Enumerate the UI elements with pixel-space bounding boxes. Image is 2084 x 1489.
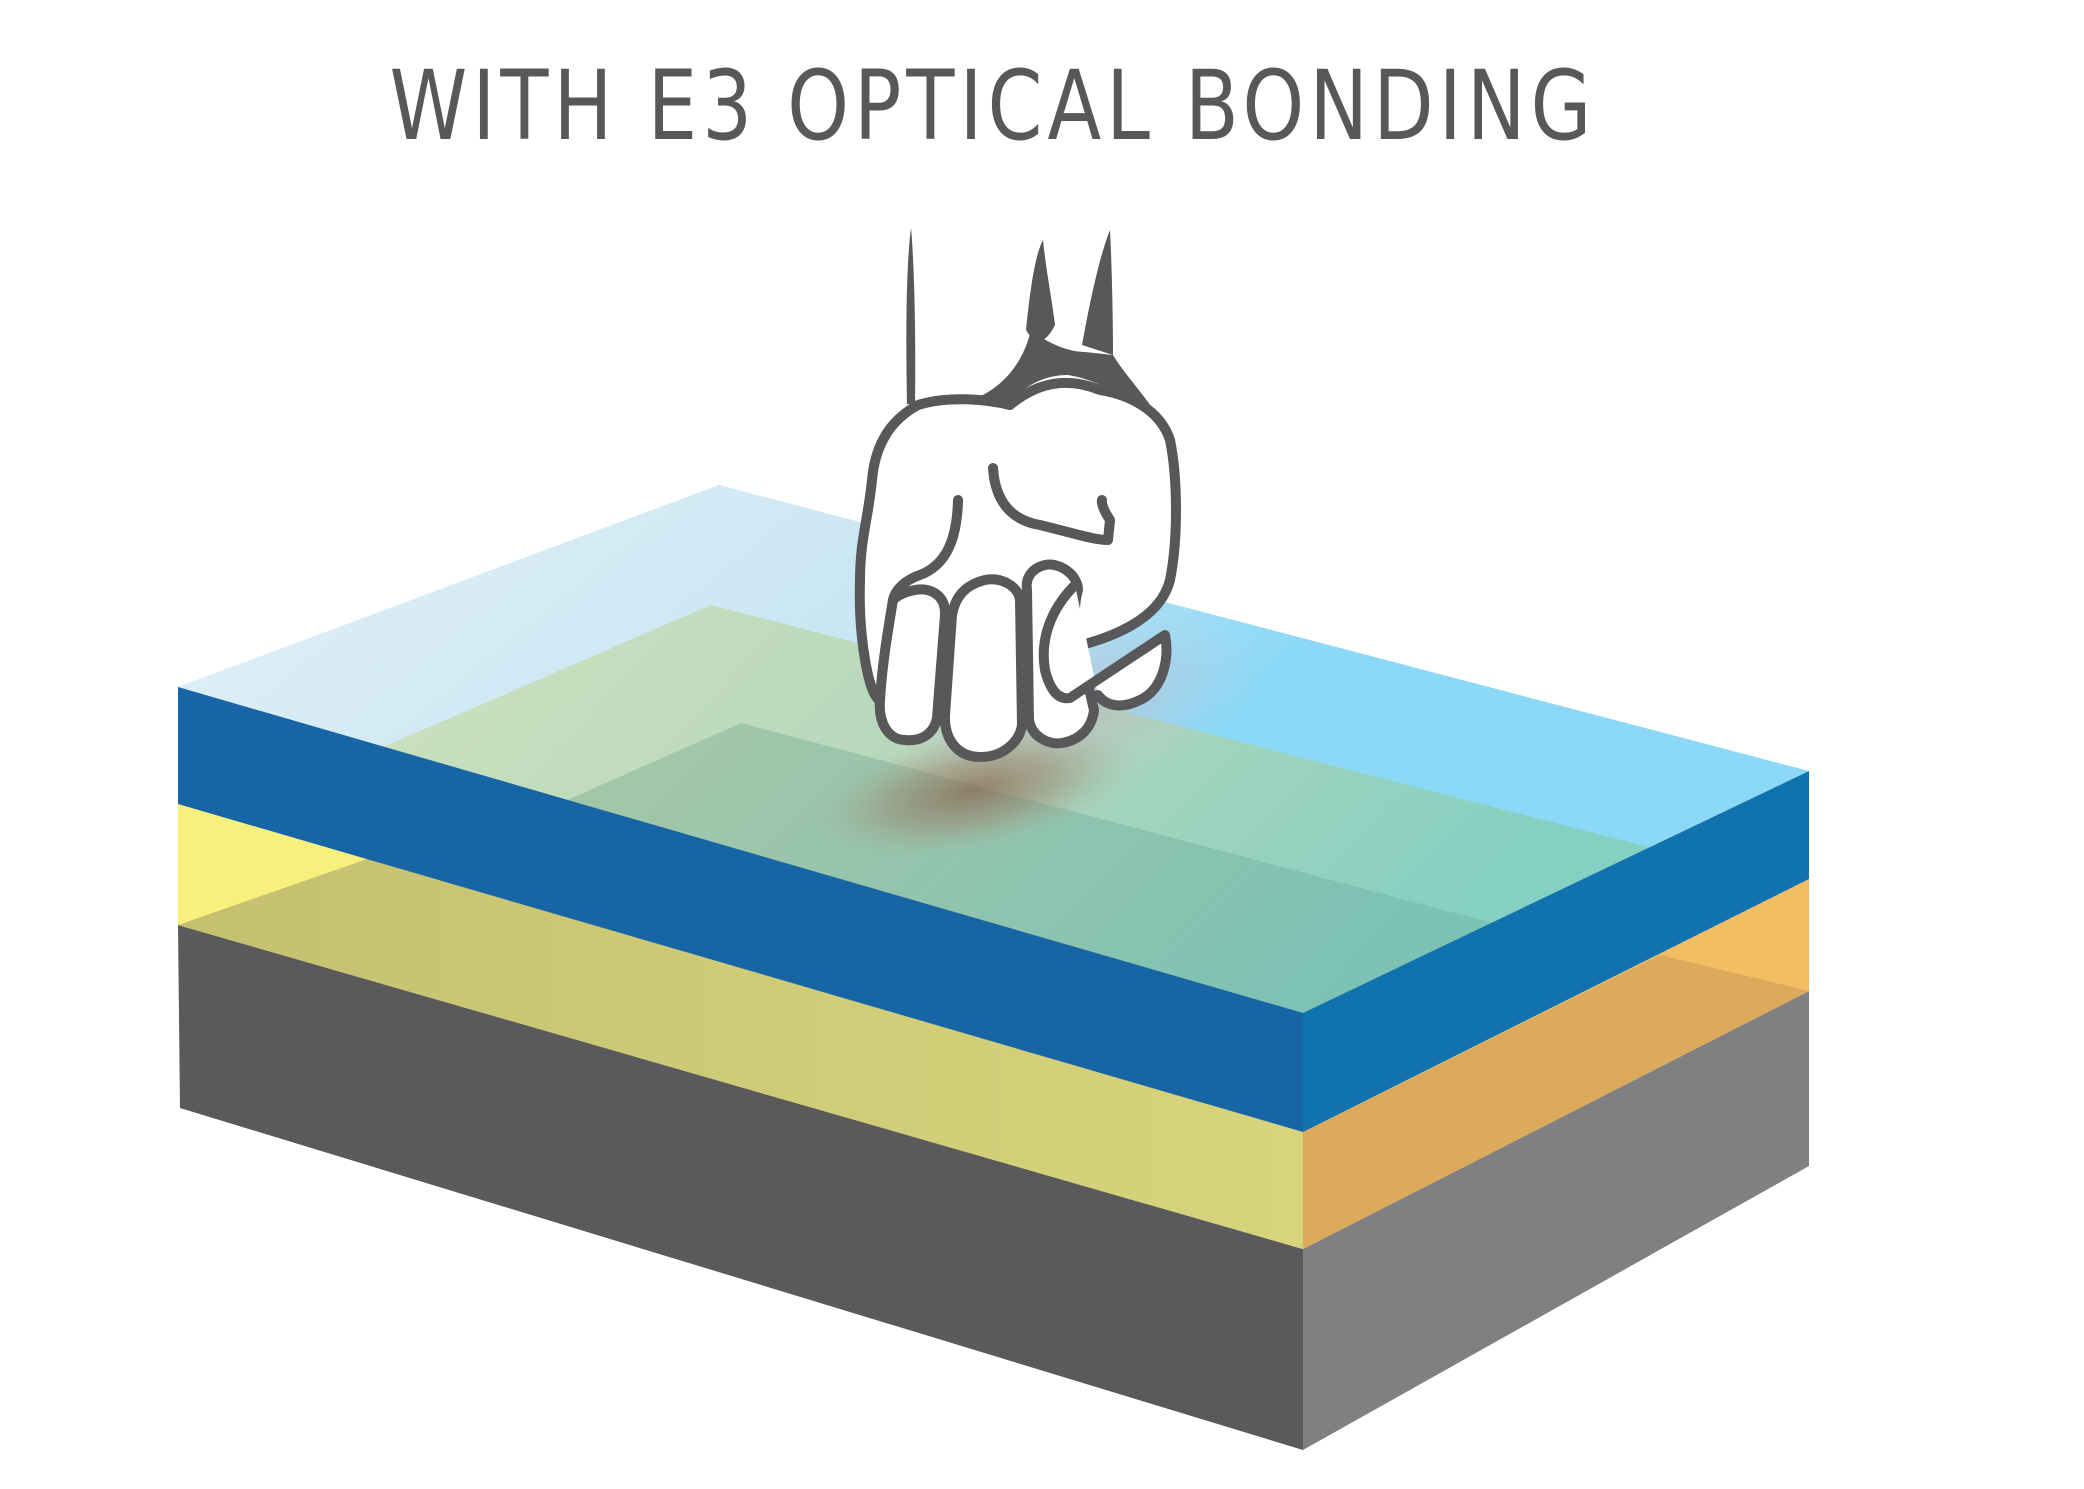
glass-side-edge [1303, 771, 1809, 1132]
lcd-top-face [545, 723, 1500, 1013]
bond-front-tinted [178, 858, 1303, 1249]
touch-glow [813, 722, 1137, 858]
glass-front-edge [178, 687, 1303, 1132]
diagram-title: WITH E3 OPTICAL BONDING [389, 50, 1597, 162]
bond-layer [178, 804, 1809, 1249]
bond-side-tinted [1303, 955, 1809, 1249]
lcd-layer [178, 925, 1809, 1450]
hand-touch-icon [854, 228, 1181, 762]
lcd-front-face [178, 925, 1303, 1450]
lcd-side-face [1303, 991, 1809, 1450]
